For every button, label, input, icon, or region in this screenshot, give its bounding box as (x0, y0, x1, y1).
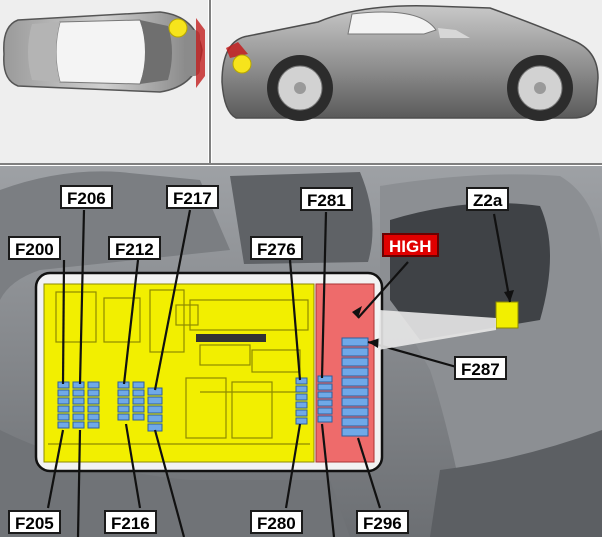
fuse-box-connector (196, 334, 266, 342)
label-f212: F212 (108, 236, 161, 260)
label-f216: F216 (104, 510, 157, 534)
label-f287: F287 (454, 356, 507, 380)
label-f206: F206 (60, 185, 113, 209)
top-view-panel (0, 0, 208, 163)
fuse-bank-left (57, 381, 100, 429)
label-f280: F280 (250, 510, 303, 534)
label-f200: F200 (8, 236, 61, 260)
label-f217: F217 (166, 185, 219, 209)
side-view-panel (212, 0, 602, 163)
leader-arrowheads (352, 290, 514, 348)
label-f296: F296 (356, 510, 409, 534)
leader-lines (46, 209, 512, 537)
label-f276: F276 (250, 236, 303, 260)
label-f205: F205 (8, 510, 61, 534)
fuse-box (34, 271, 384, 473)
label-z2a: Z2a (466, 187, 510, 211)
yellow-fuse-zone (43, 283, 315, 463)
label-f281: F281 (300, 187, 353, 211)
label-high: HIGH (382, 233, 439, 257)
fuse-bank-high (341, 337, 369, 437)
z2a-callout-beam (378, 310, 496, 350)
fuse-bank-right (295, 375, 333, 425)
fuse-bank-middle (117, 381, 163, 432)
